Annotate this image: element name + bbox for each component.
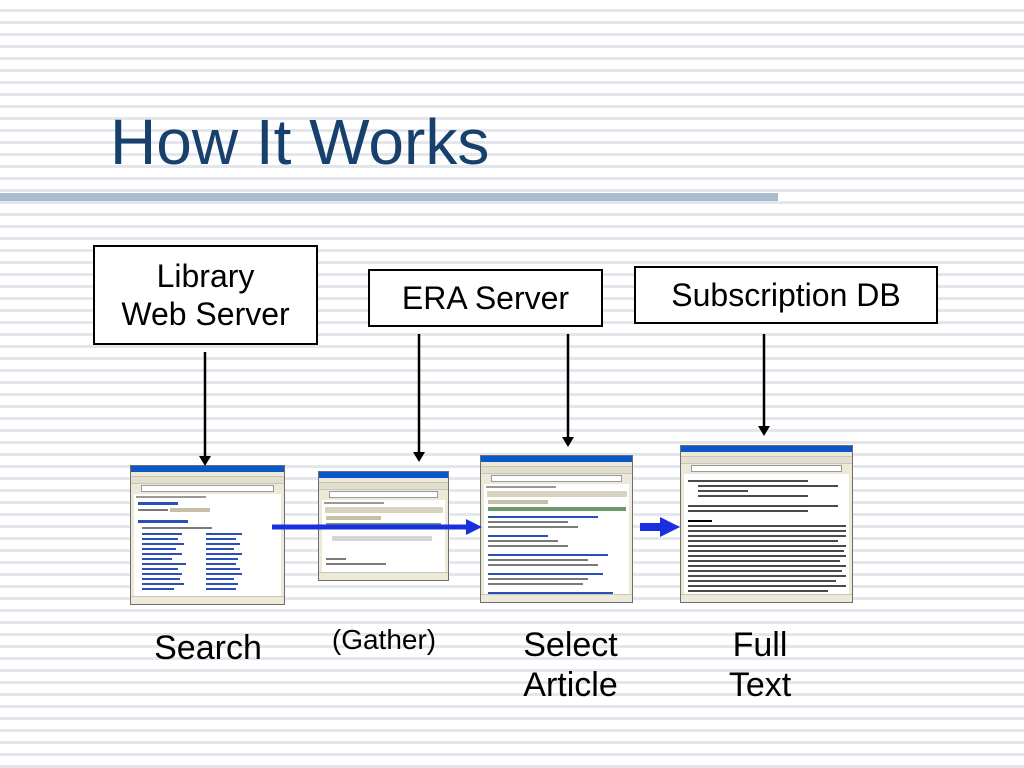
era-to-gather-arrowhead bbox=[413, 452, 425, 462]
subscription-to-full-text-arrowhead bbox=[758, 426, 770, 436]
search-to-select-flow-arrowhead bbox=[466, 519, 482, 535]
era-server-box: ERA Server bbox=[368, 269, 603, 327]
select-to-full-text-flow-bar bbox=[640, 523, 662, 531]
page-title: How It Works bbox=[110, 106, 490, 178]
full-text-caption: Full Text bbox=[728, 626, 792, 704]
era-server-label: ERA Server bbox=[401, 280, 570, 316]
gather-caption: (Gather) bbox=[331, 624, 437, 655]
select-to-full-text-flow-arrowhead bbox=[660, 517, 680, 537]
select-article-screenshot bbox=[480, 455, 633, 603]
search-caption: Search bbox=[154, 629, 262, 667]
subscription-db-label: Subscription DB bbox=[671, 277, 901, 313]
full-text-screenshot bbox=[680, 445, 853, 603]
subscription-db-box: Subscription DB bbox=[634, 266, 938, 324]
era-to-select-arrowhead bbox=[562, 437, 574, 447]
library-to-search-arrowhead bbox=[199, 456, 211, 466]
search-screenshot bbox=[130, 465, 285, 605]
library-web-server-box: Library Web Server bbox=[93, 245, 318, 345]
select-article-caption: Select Article bbox=[523, 626, 618, 704]
library-web-server-label: Library Web Server bbox=[121, 258, 290, 332]
title-underline bbox=[0, 193, 778, 201]
